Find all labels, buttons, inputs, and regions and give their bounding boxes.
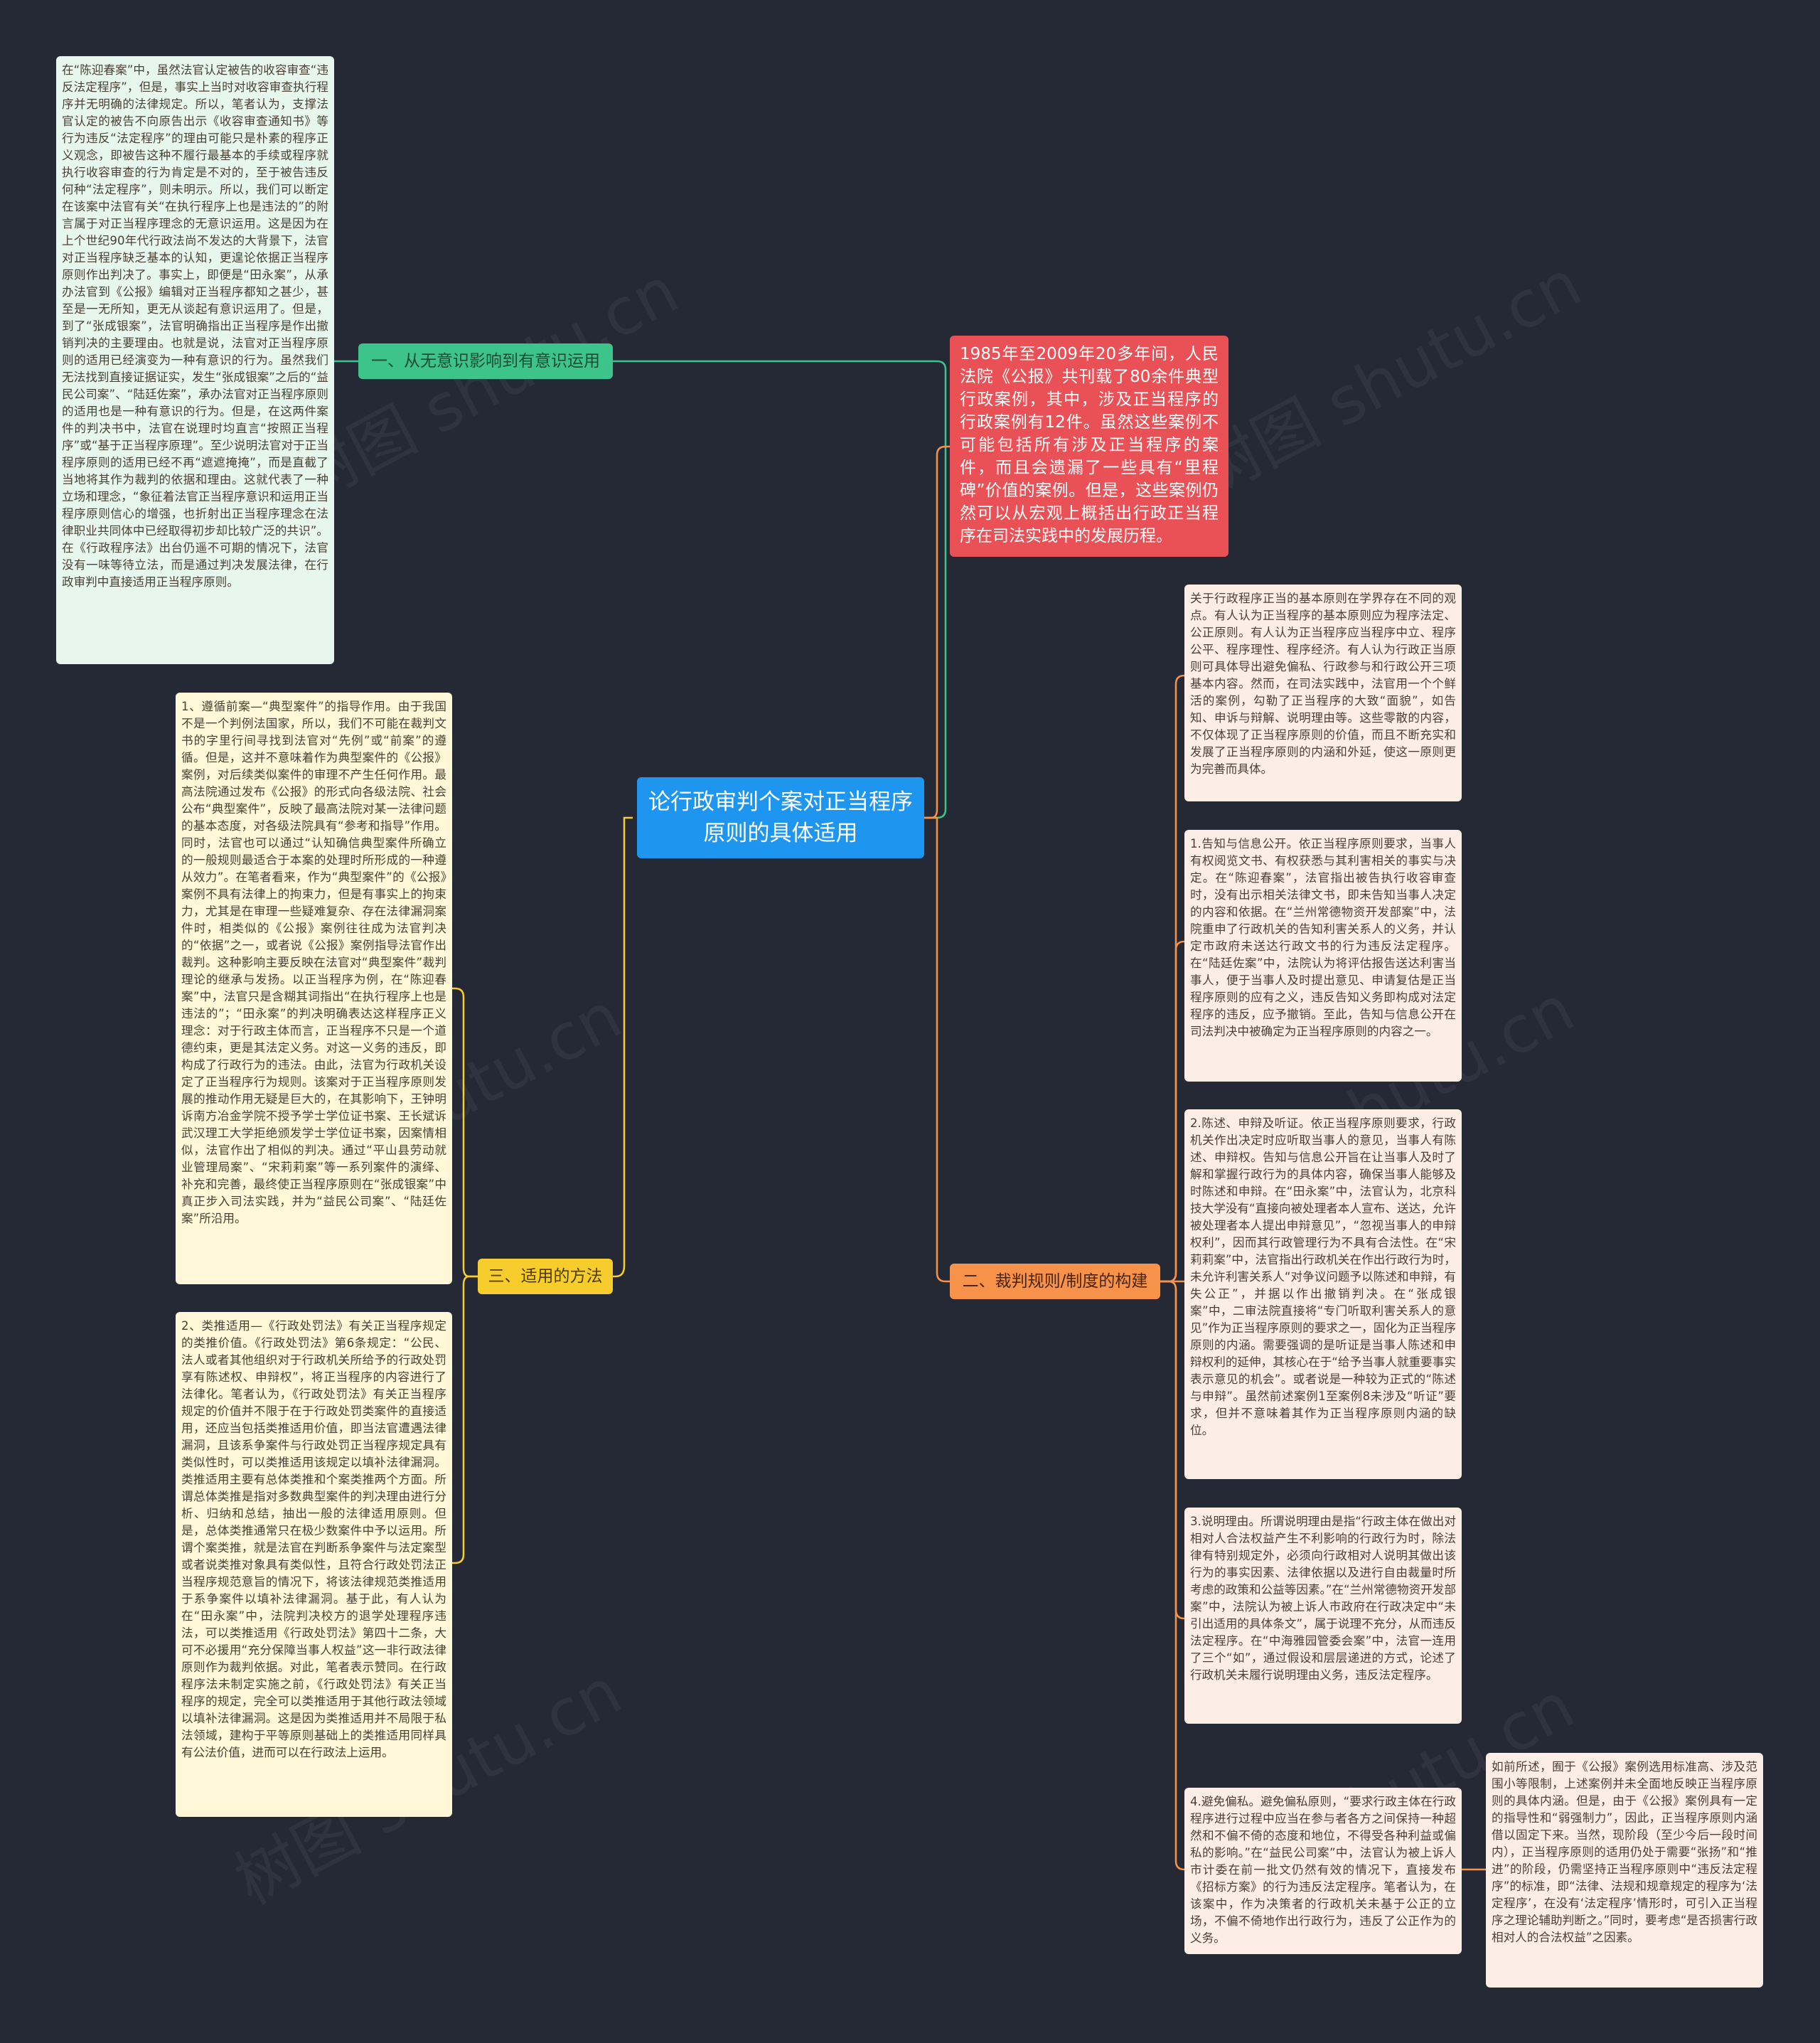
branch2-leaf-principles-text: 关于行政程序正当的基本原则在学界存在不同的观点。有人认为正当程序的基本原则应为程… bbox=[1190, 592, 1456, 776]
edge-branch2-leaf5 bbox=[1160, 1280, 1185, 1871]
branch2-leaf-hearing-text: 2.陈述、申辩及听证。依正当程序原则要求，行政机关作出决定时应听取当事人的意见，… bbox=[1190, 1116, 1456, 1437]
branch2-leaf-notice-text: 1.告知与信息公开。依正当程序原则要求，当事人有权阅览文书、有权获悉与其利害相关… bbox=[1190, 837, 1456, 1038]
branch-applied-method[interactable]: 三、适用的方法 bbox=[478, 1259, 613, 1294]
edge-branch2-leaf2 bbox=[1160, 940, 1185, 1283]
edge-branch2-leaf1 bbox=[1160, 674, 1185, 1283]
branch2-leaf-hearing[interactable]: 2.陈述、申辩及听证。依正当程序原则要求，行政机关作出决定时应听取当事人的意见，… bbox=[1184, 1109, 1462, 1479]
edge-root-branch1 bbox=[613, 360, 947, 819]
branch2-leaf-impartiality[interactable]: 4.避免偏私。避免偏私原则，“要求行政主体在行政程序进行过程中应当在参与者各方之… bbox=[1184, 1788, 1462, 1954]
intro-text: 1985年至2009年20多年间，人民法院《公报》共刊载了80余件典型行政案例，… bbox=[960, 345, 1219, 545]
branch2-leaf-reasons-text: 3.说明理由。所谓说明理由是指“行政主体在做出对相对人合法权益产生不利影响的行政… bbox=[1190, 1515, 1456, 1682]
branch1-leaf-text: 在“陈迎春案”中，虽然法官认定被告的收容审查“违反法定程序”，但是，事实上当时对… bbox=[62, 63, 328, 589]
branch3-leaf-1-text: 1、遵循前案—“典型案件”的指导作用。由于我国不是一个判例法国家，所以，我们不可… bbox=[181, 700, 446, 1225]
branch2-tail-conclusion[interactable]: 如前所述，囿于《公报》案例选用标准高、涉及范围小等限制，上述案例并未全面地反映正… bbox=[1486, 1753, 1763, 1988]
branch-rule-construction[interactable]: 二、裁判规则/制度的构建 bbox=[950, 1264, 1160, 1299]
branch2-tail-text: 如前所述，囿于《公报》案例选用标准高、涉及范围小等限制，上述案例并未全面地反映正… bbox=[1492, 1760, 1757, 1944]
edge-branch3-leaf1 bbox=[452, 987, 478, 1278]
edge-root-branch3 bbox=[613, 816, 633, 1278]
root-topic[interactable]: 论行政审判个案对正当程序原则的具体适用 bbox=[637, 777, 924, 858]
branch2-leaf-notice[interactable]: 1.告知与信息公开。依正当程序原则要求，当事人有权阅览文书、有权获悉与其利害相关… bbox=[1184, 830, 1462, 1082]
branch3-leaf-2-text: 2、类推适用—《行政处罚法》有关正当程序规定的类推价值。《行政处罚法》第6条规定… bbox=[181, 1319, 446, 1759]
branch1-label: 一、从无意识影响到有意识运用 bbox=[371, 352, 600, 370]
edge-branch3-leaf2 bbox=[452, 1275, 478, 1564]
edge-branch2-leaf4 bbox=[1160, 1280, 1185, 1620]
branch2-leaf-principles[interactable]: 关于行政程序正当的基本原则在学界存在不同的观点。有人认为正当程序的基本原则应为程… bbox=[1184, 585, 1462, 801]
branch2-label: 二、裁判规则/制度的构建 bbox=[962, 1272, 1148, 1291]
branch1-leaf[interactable]: 在“陈迎春案”中，虽然法官认定被告的收容审查“违反法定程序”，但是，事实上当时对… bbox=[56, 56, 334, 664]
edge-root-intro bbox=[924, 445, 950, 819]
branch-unconscious-to-conscious[interactable]: 一、从无意识影响到有意识运用 bbox=[358, 343, 613, 379]
edge-root-branch2 bbox=[924, 816, 950, 1283]
branch3-label: 三、适用的方法 bbox=[488, 1267, 603, 1286]
root-topic-title: 论行政审判个案对正当程序原则的具体适用 bbox=[648, 789, 913, 846]
branch3-leaf-2[interactable]: 2、类推适用—《行政处罚法》有关正当程序规定的类推价值。《行政处罚法》第6条规定… bbox=[176, 1312, 452, 1817]
branch2-leaf-impartiality-text: 4.避免偏私。避免偏私原则，“要求行政主体在行政程序进行过程中应当在参与者各方之… bbox=[1190, 1795, 1456, 1945]
branch3-leaf-1[interactable]: 1、遵循前案—“典型案件”的指导作用。由于我国不是一个判例法国家，所以，我们不可… bbox=[176, 693, 452, 1284]
branch2-leaf-reasons[interactable]: 3.说明理由。所谓说明理由是指“行政主体在做出对相对人合法权益产生不利影响的行政… bbox=[1184, 1508, 1462, 1724]
intro-node[interactable]: 1985年至2009年20多年间，人民法院《公报》共刊载了80余件典型行政案例，… bbox=[950, 336, 1228, 557]
